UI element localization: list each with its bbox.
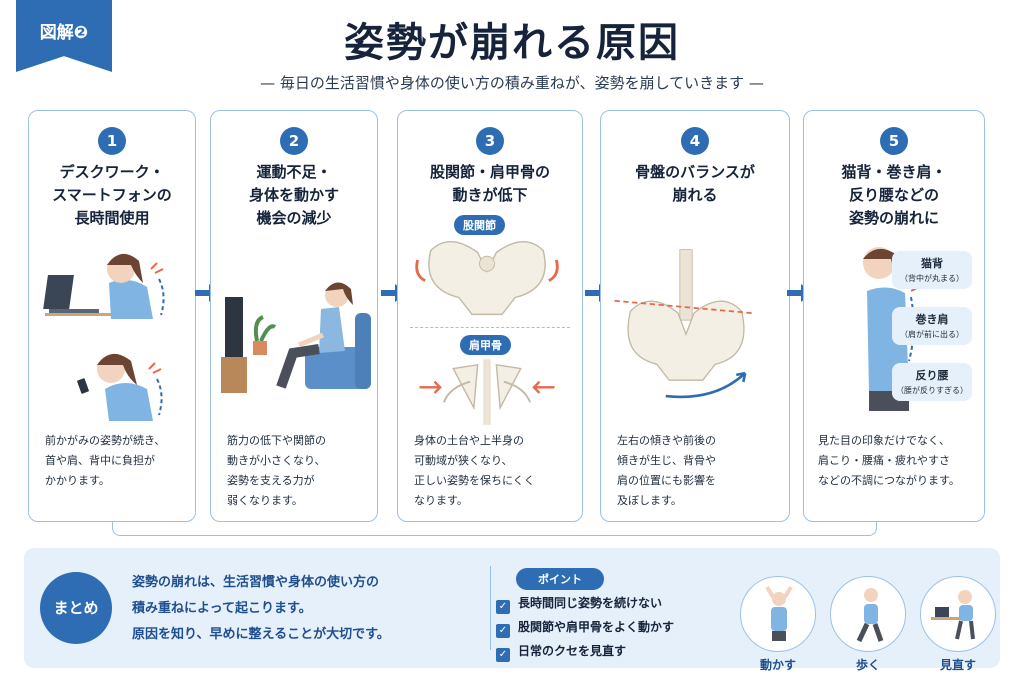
card-title: 股関節・肩甲骨の 動きが低下 — [429, 163, 550, 204]
action-label: 見直す — [939, 658, 976, 672]
step-number: 4 — [681, 127, 709, 155]
posture-bubble-hunchback: 猫背 （背中が丸まる） — [892, 251, 972, 289]
step-number: 3 — [476, 127, 504, 155]
action-stretch: 動かす — [740, 576, 816, 673]
card-description: 見た目の印象だけでなく、 肩こり・腰痛・疲れやすさ などの不調につながります。 — [818, 434, 960, 487]
step-number: 5 — [880, 127, 908, 155]
page-title: 姿勢が崩れる原因 — [344, 20, 680, 66]
card-description: 左右の傾きや前後の 傾きが生じ、背骨や 肩の位置にも影響を 及ぼします。 — [617, 434, 716, 507]
summary-label: まとめ — [40, 572, 112, 644]
card-title: 猫背・巻き肩・ 反り腰などの 姿勢の崩れに — [841, 163, 947, 227]
check-icon: ✓ — [496, 600, 510, 614]
summary-panel: まとめ 姿勢の崩れは、生活習慣や身体の使い方の 積み重ねによって起こります。 原… — [24, 548, 1000, 672]
step-number: 2 — [280, 127, 308, 155]
pelvis-illustration — [415, 241, 559, 316]
check-icon: ✓ — [496, 648, 510, 662]
hip-joint-label: 股関節 — [454, 215, 505, 235]
card-description: 前かがみの姿勢が続き、 首や肩、背中に負担が かかります。 — [45, 434, 166, 487]
desk-worker-icon — [931, 590, 975, 640]
cause-card-3: 3 股関節・肩甲骨の 動きが低下 股関節 肩甲骨 身体の土台や上半身の 可動域が… — [397, 110, 583, 522]
step-number: 1 — [98, 127, 126, 155]
posture-bubble-rounded-shoulders: 巻き肩 （肩が前に出る） — [892, 307, 972, 345]
point-label: ポイント — [516, 568, 604, 590]
scapula-illustration — [419, 359, 555, 425]
sofa-tv-illustration — [221, 282, 371, 393]
card-description: 筋力の低下や関節の 動きが小さくなり、 姿勢を支える力が 弱くなります。 — [227, 434, 326, 507]
cause-card-2: 2 運動不足・ 身体を動かす 機会の減少 筋力の低下や関節の 動きが小さくなり、… — [210, 110, 378, 522]
check-item: ✓日常のクセを見直す — [496, 642, 626, 662]
scapula-label: 肩甲骨 — [460, 335, 511, 355]
check-item: ✓股関節や肩甲骨をよく動かす — [496, 618, 674, 638]
section-divider — [410, 327, 570, 328]
action-review: 見直す — [920, 576, 996, 673]
action-label: 動かす — [759, 658, 796, 672]
action-label: 歩く — [855, 658, 880, 672]
stretching-person-icon — [765, 585, 793, 641]
walking-person-icon — [856, 588, 884, 643]
check-icon: ✓ — [496, 624, 510, 638]
pelvis-tilt-illustration — [614, 249, 753, 399]
card-title: 骨盤のバランスが 崩れる — [635, 163, 755, 204]
desk-phone-illustration — [43, 253, 165, 421]
posture-bubble-swayback: 反り腰 （腰が反りすぎる） — [892, 363, 972, 401]
summary-divider — [490, 566, 491, 650]
card-description: 身体の土台や上半身の 可動域が狭くなり、 正しい姿勢を保ちにくく なります。 — [414, 434, 535, 507]
cause-card-4: 4 骨盤のバランスが 崩れる 左右の傾きや前後の 傾きが生じ、背骨や 肩の位置に… — [600, 110, 790, 522]
page-subtitle: — 毎日の生活習慣や身体の使い方の積み重ねが、姿勢を崩していきます — — [260, 74, 764, 92]
card-title: デスクワーク・ スマートフォンの 長時間使用 — [52, 163, 172, 227]
cause-card-5: 5 猫背・巻き肩・ 反り腰などの 姿勢の崩れに 猫背 （背中が丸まる） 巻き肩 … — [803, 110, 985, 522]
action-walk: 歩く — [830, 576, 906, 673]
cause-card-1: 1 デスクワーク・ スマートフォンの 長時間使用 前かがみの姿勢が続き、 首や肩… — [28, 110, 196, 522]
summary-text: 姿勢の崩れは、生活習慣や身体の使い方の 積み重ねによって起こります。 原因を知り… — [132, 575, 390, 642]
summary-bracket — [112, 522, 877, 536]
check-item: ✓長時間同じ姿勢を続けない — [496, 594, 662, 614]
card-title: 運動不足・ 身体を動かす 機会の減少 — [248, 163, 339, 227]
